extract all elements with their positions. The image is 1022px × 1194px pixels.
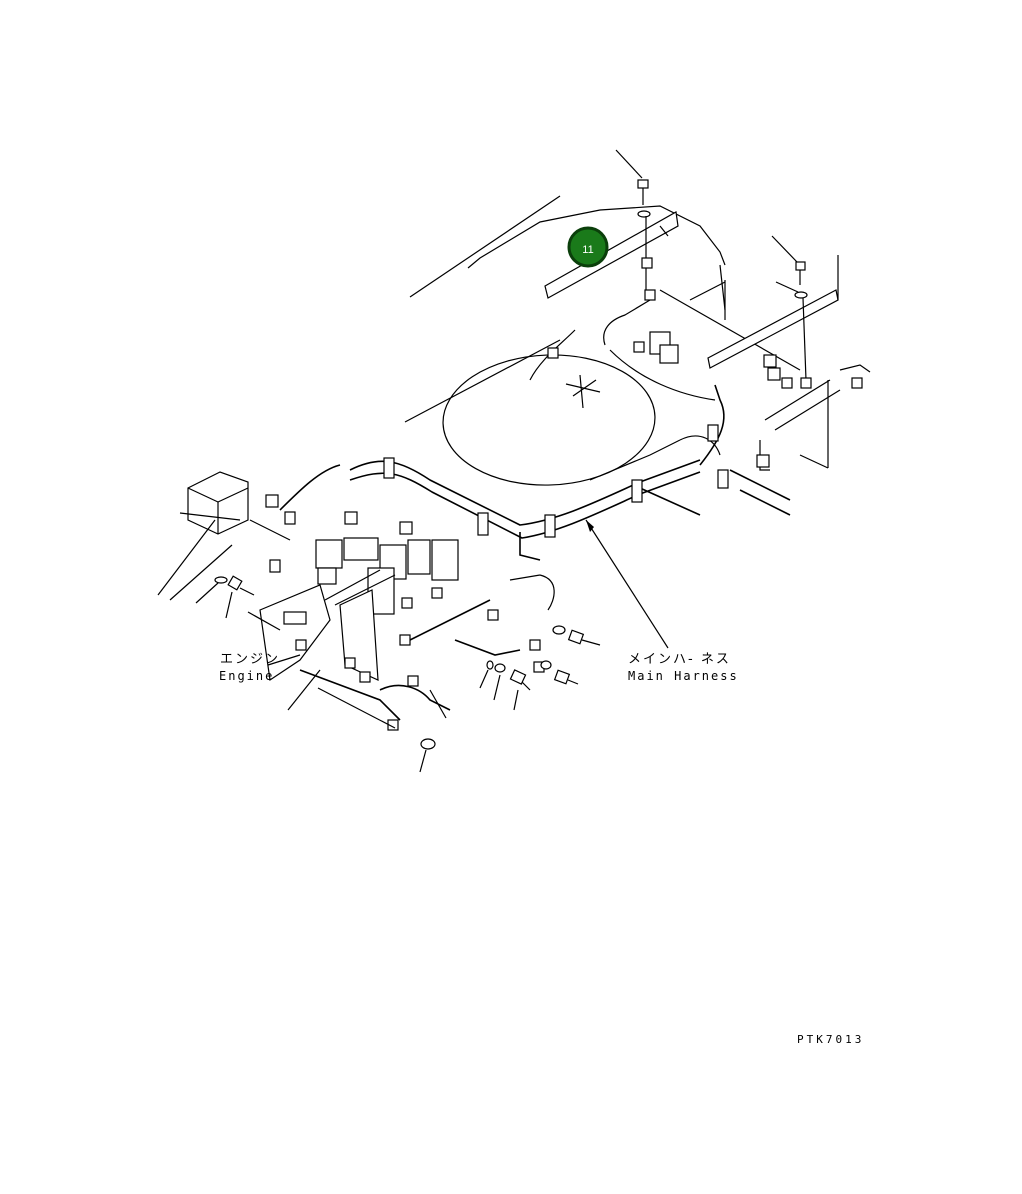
main-harness-leader (585, 519, 669, 649)
harness-clamps (383, 424, 770, 538)
callout-number: 11 (582, 244, 593, 256)
drawing-code: PTK7013 (797, 1033, 864, 1046)
callout-11[interactable]: 11 (567, 226, 609, 268)
main-harness (279, 299, 871, 561)
upper-frame-outline (404, 195, 829, 469)
lower-right-bolts (479, 625, 601, 711)
cover-bracket-11 (544, 211, 679, 299)
left-bolts (195, 575, 255, 619)
center-valve-assembly (315, 511, 459, 615)
left-bracket-box (157, 471, 296, 601)
bolt-top-right (771, 235, 808, 381)
engine-label-jp: エンジン (220, 652, 280, 667)
bolt-top-center (615, 149, 651, 300)
engine-label-en: Engine (219, 669, 274, 683)
main-harness-label-en: Main Harness (628, 669, 739, 683)
right-bracket (707, 255, 839, 369)
main-harness-label-jp: メインハ- ネス (628, 652, 731, 667)
connectors-top (547, 257, 863, 389)
swing-circle (442, 354, 656, 486)
engine-leader (267, 654, 301, 666)
